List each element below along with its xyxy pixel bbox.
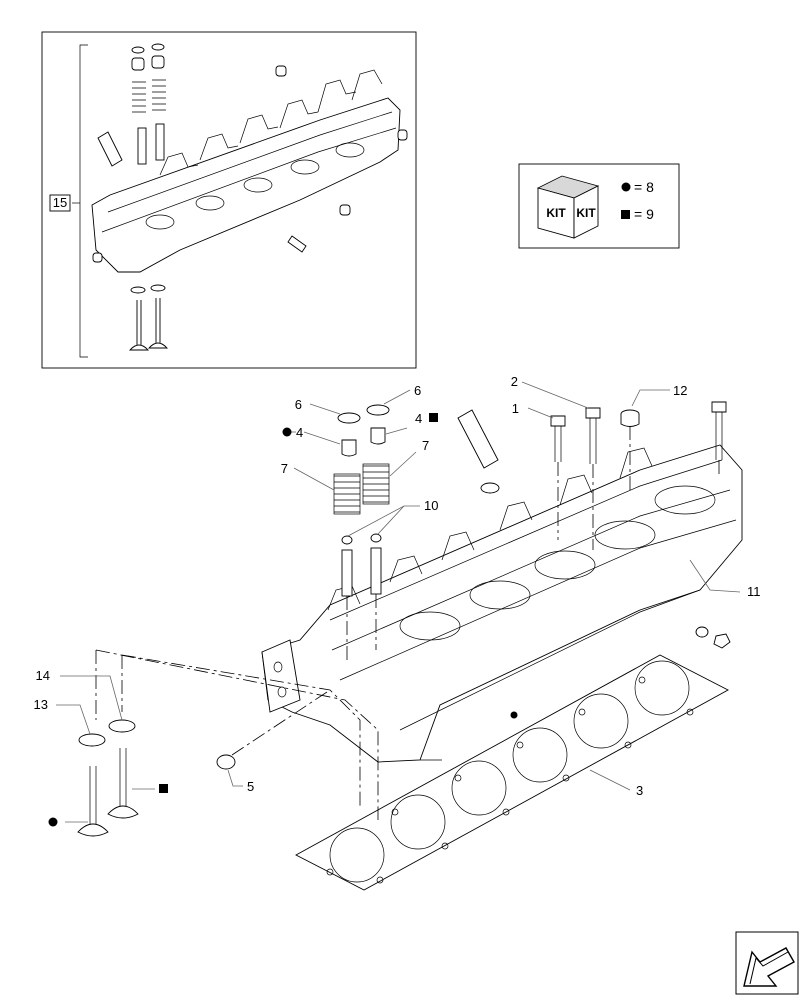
- assembled-cylinder-head-drawing: [91, 43, 408, 351]
- kit-circle-legend: = 8: [634, 179, 654, 195]
- callout-10: 10: [424, 498, 438, 513]
- kit-legend-box: KIT KIT = 8 = 9: [518, 163, 680, 249]
- valves: [48, 649, 379, 837]
- kit-word-right: KIT: [576, 206, 596, 220]
- callout-6-left: 6: [295, 397, 302, 412]
- plug-cap: [620, 409, 640, 490]
- callout-12: 12: [673, 383, 687, 398]
- kit-square-legend: = 9: [634, 206, 654, 222]
- previous-page-button[interactable]: [735, 931, 799, 995]
- inset-panel: 15: [41, 31, 417, 369]
- callout-6-right: 6: [414, 383, 421, 398]
- head-gasket: [295, 654, 729, 891]
- filled-square-icon: [621, 210, 630, 219]
- inset-reference-label: 15: [53, 195, 67, 210]
- inset-reference-box: [49, 194, 71, 212]
- kit-word-left: KIT: [546, 206, 566, 220]
- callout-3: 3: [636, 783, 643, 798]
- callout-4-left: 4: [296, 425, 303, 440]
- filled-circle-icon: [621, 182, 631, 192]
- cylinder-head-main: [261, 444, 743, 763]
- filled-square-icon: [429, 413, 438, 422]
- arrow-down-left-icon: [743, 947, 795, 987]
- filled-circle-icon: [282, 427, 292, 437]
- callout-7-left: 7: [281, 461, 288, 476]
- filled-circle-icon: [510, 711, 518, 719]
- injector-sleeve: [457, 409, 500, 494]
- callout-4-right: 4: [415, 411, 422, 426]
- head-bolts: [550, 401, 727, 550]
- filled-square-icon: [159, 784, 168, 793]
- valve-components-right: [362, 404, 390, 650]
- callout-1: 1: [512, 401, 519, 416]
- callout-7-right: 7: [422, 438, 429, 453]
- callout-5: 5: [247, 779, 254, 794]
- callout-13: 13: [34, 697, 48, 712]
- leader-lines: [56, 381, 741, 823]
- callout-2: 2: [511, 374, 518, 389]
- seal-ring: [216, 689, 331, 770]
- callout-14: 14: [36, 668, 50, 683]
- valve-components-left: [333, 412, 361, 660]
- callout-11: 11: [747, 584, 761, 599]
- callout-labels: 1 2 3 4 4 5 6 6 7 7 10 11 12 13 14: [34, 374, 761, 798]
- filled-circle-icon: [48, 817, 58, 827]
